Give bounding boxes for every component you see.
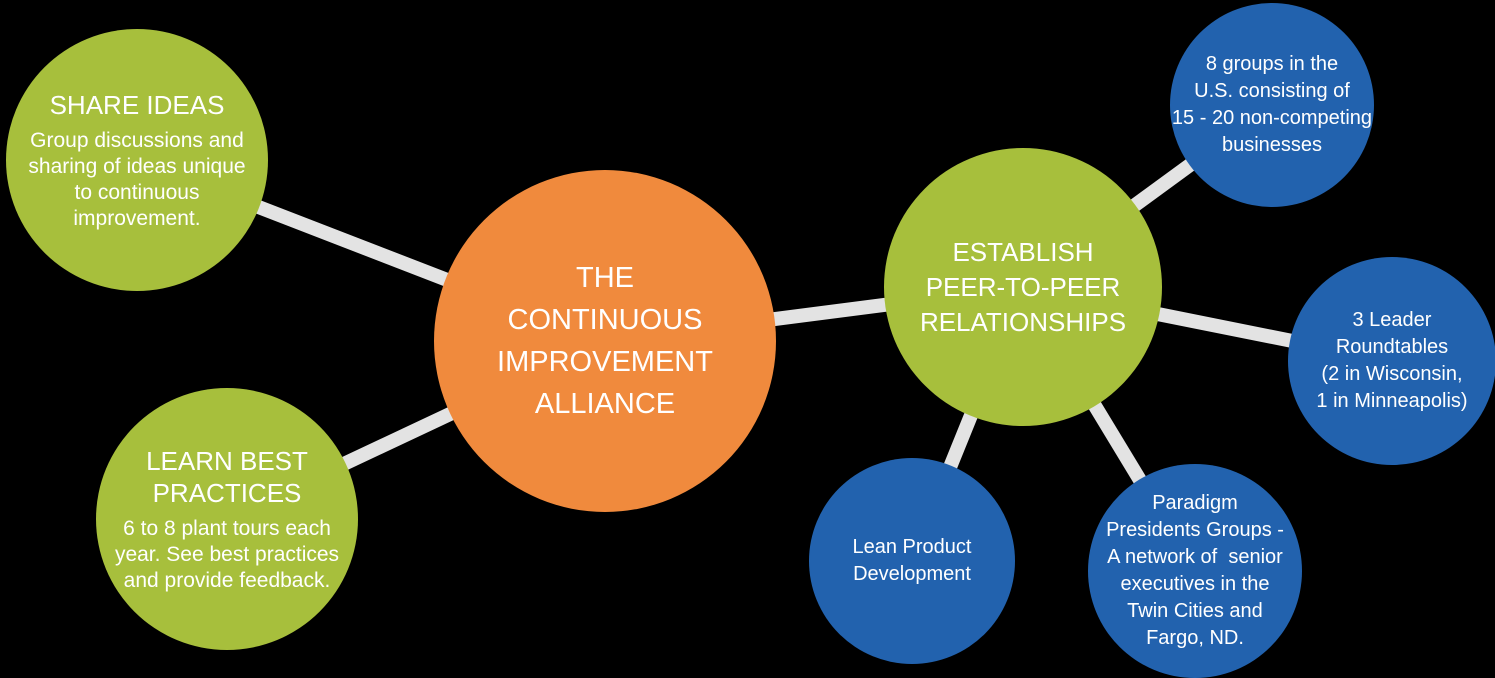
body-line: A network of senior xyxy=(1107,546,1283,568)
establish-title: ESTABLISH PEER-TO-PEER RELATIONSHIPS xyxy=(920,235,1126,340)
paradigm-body: Paradigm Presidents Groups - A network o… xyxy=(1106,490,1284,652)
node-paradigm-presidents-groups: Paradigm Presidents Groups - A network o… xyxy=(1088,464,1302,678)
leader-roundtables-body: 3 Leader Roundtables (2 in Wisconsin, 1 … xyxy=(1316,307,1467,415)
body-line: Group discussions and xyxy=(30,128,244,152)
body-line: 8 groups in the xyxy=(1205,53,1339,75)
title-line: ESTABLISH xyxy=(952,236,1094,267)
title-line: IMPROVEMENT xyxy=(497,346,713,378)
title-line: PEER-TO-PEER xyxy=(925,271,1121,302)
node-continuous-improvement-alliance-hub: THE CONTINUOUS IMPROVEMENT ALLIANCE xyxy=(434,170,776,512)
body-line: U.S. consisting of xyxy=(1194,80,1350,102)
body-line: year. See best practices xyxy=(114,542,340,566)
body-line: (2 in Wisconsin, xyxy=(1321,363,1463,385)
title-line: THE xyxy=(576,262,634,294)
body-line: Fargo, ND. xyxy=(1146,627,1244,649)
node-lean-product-development: Lean Product Development xyxy=(809,458,1015,664)
body-line: and provide feedback. xyxy=(123,568,331,592)
body-line: to continuous xyxy=(74,180,200,204)
share-ideas-body: Group discussions and sharing of ideas u… xyxy=(28,128,245,232)
body-line: 3 Leader xyxy=(1352,309,1432,331)
lean-product-body: Lean Product Development xyxy=(853,534,972,588)
hub-title: THE CONTINUOUS IMPROVEMENT ALLIANCE xyxy=(497,257,713,425)
body-line: Twin Cities and xyxy=(1127,600,1263,622)
body-line: businesses xyxy=(1221,134,1323,156)
body-line: executives in the xyxy=(1120,573,1270,595)
title-line: CONTINUOUS xyxy=(507,304,703,336)
title-line: RELATIONSHIPS xyxy=(919,306,1127,337)
node-leader-roundtables: 3 Leader Roundtables (2 in Wisconsin, 1 … xyxy=(1288,257,1495,465)
title-line: PRACTICES xyxy=(152,477,302,508)
learn-best-body: 6 to 8 plant tours each year. See best p… xyxy=(115,516,339,594)
title-line: SHARE IDEAS xyxy=(49,89,225,120)
body-line: 15 - 20 non-competing xyxy=(1171,107,1373,129)
8-groups-body: 8 groups in the U.S. consisting of 15 - … xyxy=(1172,51,1372,159)
share-ideas-title: SHARE IDEAS xyxy=(50,89,225,121)
node-8-groups: 8 groups in the U.S. consisting of 15 - … xyxy=(1170,3,1374,207)
node-learn-best-practices: LEARN BEST PRACTICES 6 to 8 plant tours … xyxy=(96,388,358,650)
body-line: sharing of ideas unique xyxy=(28,154,246,178)
learn-best-title: LEARN BEST PRACTICES xyxy=(146,445,308,509)
body-line: 6 to 8 plant tours each xyxy=(123,516,331,540)
node-establish-peer-to-peer: ESTABLISH PEER-TO-PEER RELATIONSHIPS xyxy=(884,148,1162,426)
body-line: improvement. xyxy=(73,206,201,230)
title-line: LEARN BEST xyxy=(146,445,308,476)
body-line: Development xyxy=(853,563,971,585)
body-line: Roundtables xyxy=(1335,336,1449,358)
node-share-ideas: SHARE IDEAS Group discussions and sharin… xyxy=(6,29,268,291)
body-line: Lean Product xyxy=(852,536,972,558)
body-line: 1 in Minneapolis) xyxy=(1316,390,1468,412)
body-line: Presidents Groups - xyxy=(1106,519,1284,541)
body-line: Paradigm xyxy=(1152,492,1238,514)
title-line: ALLIANCE xyxy=(534,388,676,420)
